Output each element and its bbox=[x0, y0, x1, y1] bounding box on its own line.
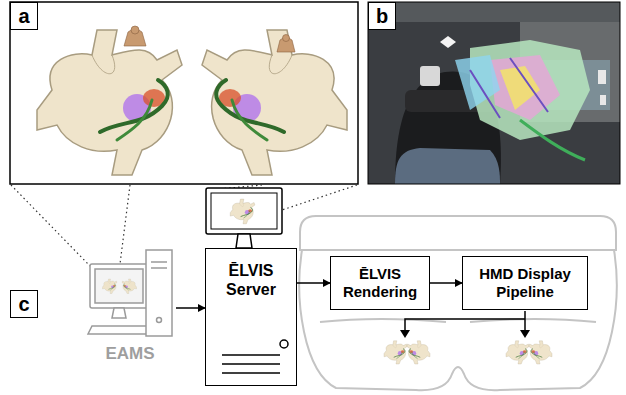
panel-b-frame bbox=[368, 2, 620, 184]
zoom-line bbox=[11, 185, 357, 266]
surgeon-photo bbox=[368, 2, 620, 184]
node-label: ĒLVIS Server bbox=[210, 261, 292, 299]
server-monitor bbox=[206, 188, 282, 248]
display-arrowhead bbox=[400, 330, 410, 338]
server-monitor bbox=[236, 234, 252, 248]
computer-icon bbox=[88, 250, 172, 336]
surgeon-photo bbox=[395, 148, 500, 184]
connector-arrow bbox=[176, 307, 205, 309]
surgeon-photo bbox=[440, 36, 456, 48]
lens-image bbox=[384, 341, 407, 364]
zoom-line bbox=[11, 185, 90, 266]
hmd-outline bbox=[299, 216, 616, 390]
connector-arrow bbox=[430, 282, 462, 284]
heart-model bbox=[37, 30, 347, 175]
server-tower-detail bbox=[222, 340, 288, 373]
heart-model bbox=[37, 30, 182, 175]
orientation-icon bbox=[131, 26, 139, 34]
panel-b-frame bbox=[368, 2, 620, 184]
computer-icon bbox=[95, 269, 143, 303]
server-tower-detail bbox=[222, 354, 280, 356]
process-box: ĒLVIS Rendering bbox=[330, 256, 430, 310]
computer-icon bbox=[151, 261, 167, 263]
server-tower-detail bbox=[280, 340, 288, 348]
server-box: ĒLVIS Server bbox=[205, 248, 297, 386]
display-arrowhead bbox=[400, 330, 530, 338]
lens-image bbox=[407, 341, 430, 364]
orientation-icon bbox=[124, 26, 295, 52]
zoom-line bbox=[120, 185, 130, 264]
server-tower-detail bbox=[222, 363, 280, 365]
node-label: ĒLVIS Rendering bbox=[335, 265, 425, 301]
screen-heart bbox=[230, 199, 255, 224]
surgeon-photo bbox=[598, 70, 606, 105]
surgeon-photo bbox=[470, 58, 548, 118]
surgeon-photo bbox=[520, 120, 585, 160]
screen-heart bbox=[103, 279, 137, 294]
surgeon-photo bbox=[490, 55, 560, 120]
zoom-line bbox=[282, 185, 357, 210]
computer-icon bbox=[157, 318, 162, 323]
lens-image bbox=[384, 341, 552, 364]
orientation-icon bbox=[283, 35, 290, 42]
screen-heart bbox=[122, 279, 137, 294]
surgeon-photo bbox=[368, 2, 620, 22]
computer-icon bbox=[146, 250, 172, 336]
server-monitor bbox=[211, 193, 277, 229]
screen-heart bbox=[230, 199, 255, 224]
lens-image bbox=[506, 341, 529, 364]
computer-icon bbox=[90, 264, 148, 308]
display-arrow bbox=[405, 311, 525, 332]
hmd-outline bbox=[299, 250, 616, 390]
surgeon-photo bbox=[420, 66, 440, 86]
node-label: EAMS bbox=[105, 344, 154, 364]
surgeon-photo bbox=[368, 2, 620, 184]
connector-arrow bbox=[297, 282, 330, 284]
display-arrow bbox=[405, 319, 525, 332]
heart-model bbox=[202, 30, 347, 175]
display-arrowhead bbox=[520, 330, 530, 338]
computer-icon bbox=[88, 326, 150, 334]
node-label: HMD Display Pipeline bbox=[467, 265, 583, 301]
server-monitor bbox=[206, 188, 282, 234]
server-tower-detail bbox=[222, 372, 280, 374]
panel-a-frame bbox=[10, 2, 358, 184]
panel-label: c bbox=[10, 290, 38, 318]
computer-icon bbox=[151, 267, 167, 269]
display-arrow bbox=[524, 311, 526, 332]
computer-node: EAMS bbox=[84, 238, 176, 368]
panel-label: b bbox=[368, 2, 396, 30]
screen-heart bbox=[103, 279, 118, 294]
process-box: HMD Display Pipeline bbox=[462, 256, 588, 310]
lens-image bbox=[529, 341, 552, 364]
panel-label: a bbox=[10, 2, 38, 30]
panel-a-frame bbox=[10, 2, 358, 184]
computer-icon bbox=[112, 308, 126, 318]
hmd-outline bbox=[300, 216, 616, 250]
